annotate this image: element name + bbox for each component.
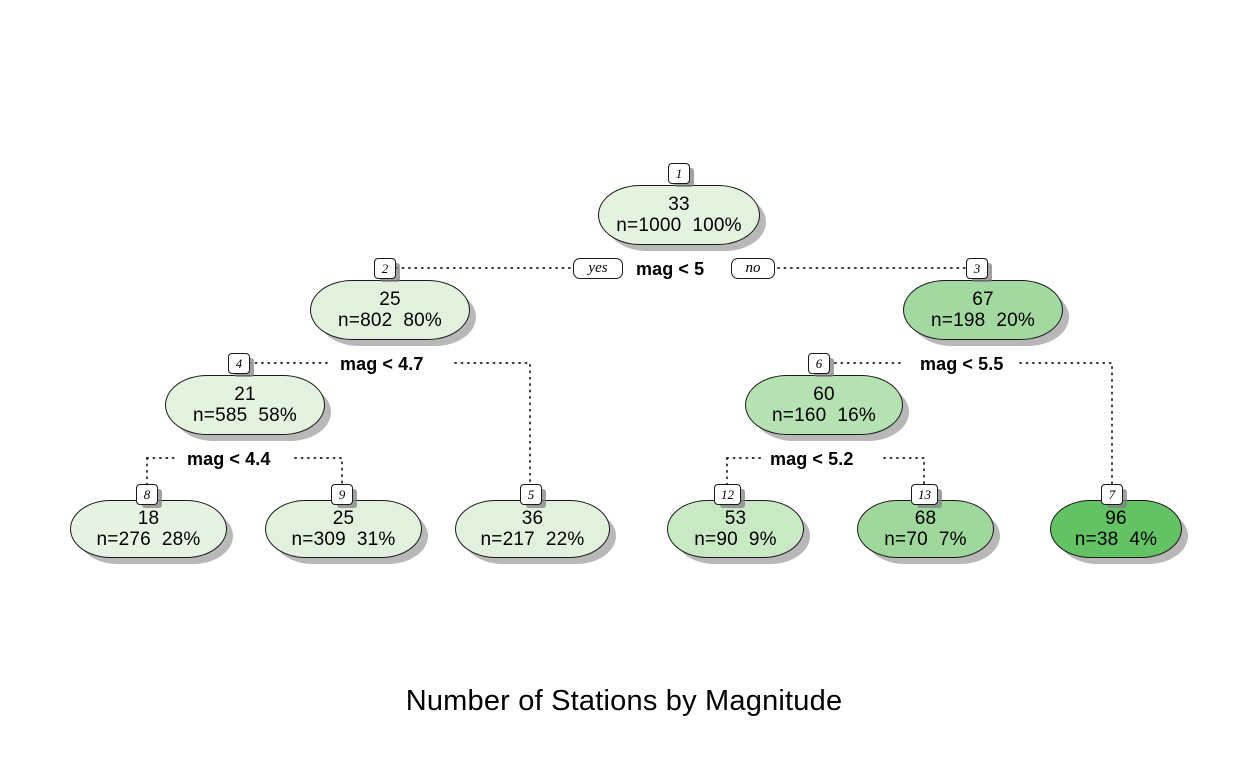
node-value: 21 <box>234 383 256 405</box>
plot-caption: Number of Stations by Magnitude <box>405 685 843 717</box>
node-value: 33 <box>668 193 690 215</box>
node-value: 53 <box>724 507 747 529</box>
node-stats: n=70 7% <box>884 529 967 550</box>
node-value: 68 <box>914 507 937 529</box>
split-label-mag-lt-5: mag < 5 <box>632 259 709 280</box>
tree-node-6[interactable]: 60 n=160 16% <box>745 375 903 435</box>
node-value: 67 <box>972 288 994 310</box>
node-value: 36 <box>521 507 544 529</box>
tree-node-2[interactable]: 25 n=802 80% <box>310 280 470 340</box>
split-label-mag-lt-4-7: mag < 4.7 <box>336 354 428 375</box>
tree-node-8[interactable]: 18 n=276 28% <box>70 500 227 558</box>
branch-label-no: no <box>731 258 775 279</box>
node-id-badge-12: 12 <box>714 484 741 505</box>
tree-node-7[interactable]: 96 n=38 4% <box>1050 500 1182 558</box>
node-id-badge-1: 1 <box>668 163 690 184</box>
node-id-badge-4: 4 <box>228 353 250 374</box>
split-label-mag-lt-5-2: mag < 5.2 <box>766 449 858 470</box>
tree-node-1[interactable]: 33 n=1000 100% <box>598 185 760 245</box>
node-stats: n=38 4% <box>1074 529 1158 550</box>
node-value: 60 <box>813 383 835 405</box>
tree-node-13[interactable]: 68 n=70 7% <box>857 500 994 558</box>
split-label-mag-lt-5-5: mag < 5.5 <box>916 354 1008 375</box>
split-label-mag-lt-4-4: mag < 4.4 <box>183 449 275 470</box>
tree-node-9[interactable]: 25 n=309 31% <box>265 500 422 558</box>
node-stats: n=90 9% <box>694 529 777 550</box>
edge-3-7 <box>1019 362 1113 493</box>
node-stats: n=160 16% <box>772 405 876 426</box>
tree-node-5[interactable]: 36 n=217 22% <box>455 500 610 558</box>
node-id-badge-6: 6 <box>808 353 830 374</box>
node-value: 25 <box>379 288 401 310</box>
node-value: 96 <box>1105 507 1127 529</box>
node-stats: n=802 80% <box>338 310 442 331</box>
node-stats: n=276 28% <box>96 529 201 550</box>
node-stats: n=585 58% <box>193 405 297 426</box>
node-value: 18 <box>137 507 160 529</box>
node-id-badge-5: 5 <box>520 484 542 505</box>
node-id-badge-2: 2 <box>374 258 396 279</box>
node-value: 25 <box>332 507 355 529</box>
node-id-badge-7: 7 <box>1101 484 1123 505</box>
tree-node-4[interactable]: 21 n=585 58% <box>165 375 325 435</box>
node-stats: n=217 22% <box>480 529 585 550</box>
tree-node-3[interactable]: 67 n=198 20% <box>903 280 1063 340</box>
node-id-badge-13: 13 <box>911 484 938 505</box>
edge-2-5 <box>454 362 531 493</box>
node-stats: n=1000 100% <box>616 215 742 236</box>
node-id-badge-3: 3 <box>966 258 988 279</box>
branch-label-yes: yes <box>573 258 623 279</box>
tree-node-12[interactable]: 53 n=90 9% <box>667 500 804 558</box>
node-stats: n=309 31% <box>291 529 396 550</box>
node-id-badge-8: 8 <box>136 484 158 505</box>
node-stats: n=198 20% <box>931 310 1035 331</box>
node-id-badge-9: 9 <box>331 484 353 505</box>
